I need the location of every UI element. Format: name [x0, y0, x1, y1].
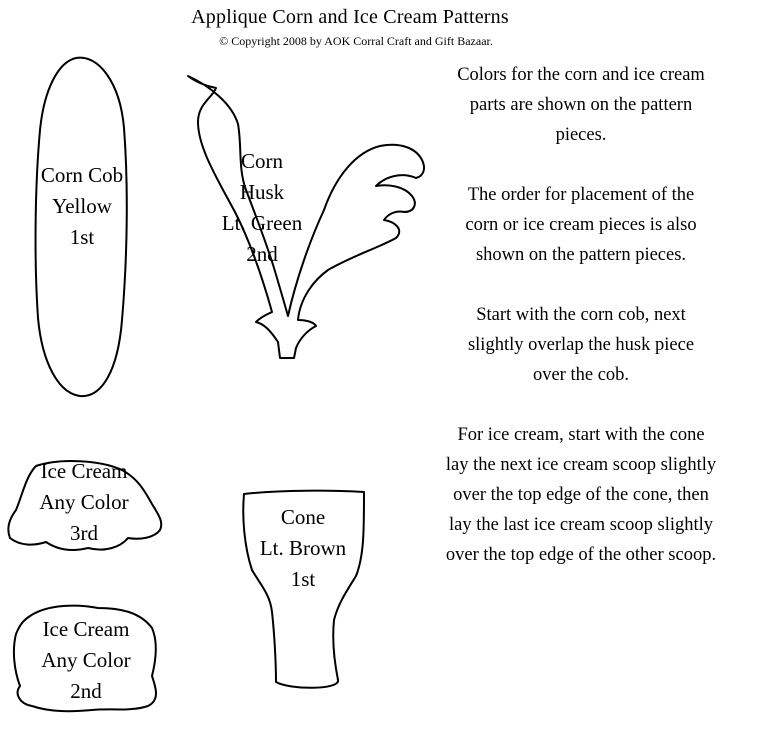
instruction-paragraph: Start with the corn cob, next slightly o…: [405, 300, 757, 390]
corn-cob-line: 1st: [69, 225, 95, 249]
instruction-line: slightly overlap the husk piece: [467, 335, 695, 355]
corn-husk-line: 2nd: [246, 242, 278, 266]
corn-husk-outline: [187, 75, 425, 359]
instruction-line: shown on the pattern pieces.: [475, 245, 687, 265]
ice-cream-2nd-line: Ice Cream: [42, 617, 130, 641]
corn-husk-line: Husk: [239, 180, 285, 204]
instruction-paragraph: The order for placement of the corn or i…: [405, 180, 757, 270]
corn-cob-line: Yellow: [52, 194, 112, 218]
ice-cream-2nd-label: Ice Cream Any Color 2nd: [22, 614, 150, 707]
corn-cob-outline: [34, 56, 128, 398]
instruction-line: over the top edge of the other scoop.: [445, 545, 717, 565]
instruction-line: parts are shown on the pattern: [469, 95, 693, 115]
ice-cream-3rd-line: Any Color: [39, 490, 129, 514]
instruction-line: over the top edge of the cone, then: [453, 485, 709, 505]
corn-husk-line: Lt. Green: [221, 211, 303, 235]
cone-label: Cone Lt. Brown 1st: [250, 502, 356, 595]
instruction-line: Colors for the corn and ice cream: [457, 65, 705, 85]
ice-cream-3rd-line: Ice Cream: [40, 459, 128, 483]
ice-cream-3rd-line: 3rd: [70, 521, 98, 545]
instruction-line: For ice cream, start with the cone: [457, 425, 705, 445]
corn-cob-line: Corn Cob: [40, 163, 124, 187]
corn-husk-line: Corn: [241, 149, 283, 173]
ice-cream-3rd-outline: [7, 460, 163, 551]
instruction-line: pieces.: [555, 125, 607, 145]
cone-line: Lt. Brown: [259, 536, 347, 560]
instruction-paragraph: Colors for the corn and ice cream parts …: [405, 60, 757, 150]
cone-line: Cone: [280, 505, 326, 529]
page-title: Applique Corn and Ice Cream Patterns: [191, 6, 509, 28]
instruction-line: lay the next ice cream scoop slightly: [445, 455, 717, 475]
instruction-line: Start with the corn cob, next: [476, 305, 686, 325]
instruction-paragraph: For ice cream, start with the cone lay t…: [405, 420, 757, 570]
cone-line: 1st: [290, 567, 316, 591]
ice-cream-2nd-line: 2nd: [70, 679, 102, 703]
cone-outline: [242, 489, 365, 689]
ice-cream-2nd-line: Any Color: [41, 648, 131, 672]
ice-cream-2nd-outline: [12, 604, 157, 713]
instruction-line: The order for placement of the: [467, 185, 695, 205]
copyright-notice: © Copyright 2008 by AOK Corral Craft and…: [219, 34, 493, 48]
instruction-line: corn or ice cream pieces is also: [465, 215, 697, 235]
instruction-line: over the cob.: [532, 365, 630, 385]
ice-cream-3rd-label: Ice Cream Any Color 3rd: [22, 456, 146, 549]
instruction-line: lay the last ice cream scoop slightly: [448, 515, 714, 535]
corn-cob-label: Corn Cob Yellow 1st: [30, 160, 134, 253]
corn-husk-label: Corn Husk Lt. Green 2nd: [210, 146, 314, 270]
